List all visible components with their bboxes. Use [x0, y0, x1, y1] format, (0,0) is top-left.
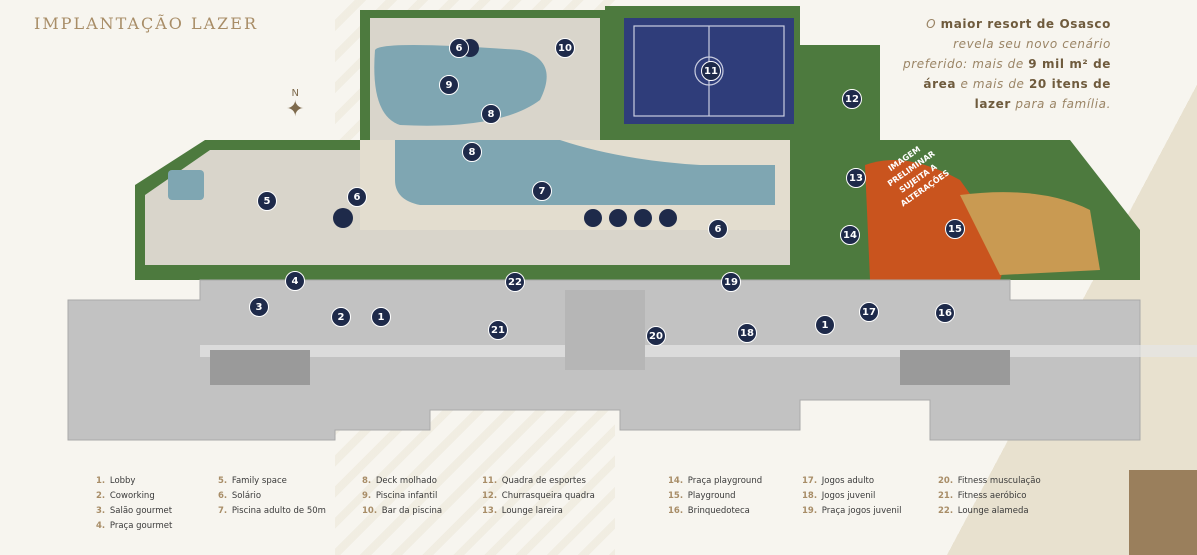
stair-core-left: [210, 350, 310, 385]
legend-column-3: 8. Deck molhado 9. Piscina infantil 10. …: [362, 474, 442, 519]
marker-4: 4: [285, 271, 305, 291]
marker-1: 1: [815, 315, 835, 335]
marker-11: 11: [701, 61, 721, 81]
legend-item: 11. Quadra de esportes: [482, 476, 586, 486]
legend-item: 2. Coworking: [96, 491, 155, 501]
stair-core-right: [900, 350, 1010, 385]
legend-column-4: 11. Quadra de esportes 12. Churrasqueira…: [482, 474, 595, 519]
legend-item: 19. Praça jogos juvenil: [802, 506, 902, 516]
marker-1: 1: [371, 307, 391, 327]
marker-21: 21: [488, 320, 508, 340]
legend-item: 14. Praça playground: [668, 476, 763, 486]
marker-6: 6: [708, 219, 728, 239]
legend-column-2: 5. Family space 6. Solário 7. Piscina ad…: [218, 474, 326, 519]
marker-22: 22: [505, 272, 525, 292]
marker-5: 5: [257, 191, 277, 211]
sand-area: [960, 192, 1100, 275]
legend-item: 10. Bar da piscina: [362, 506, 443, 516]
tagline: O maior resort de Osasco revela seu novo…: [903, 17, 1111, 111]
marker-19: 19: [721, 272, 741, 292]
marker-10: 10: [555, 38, 575, 58]
legend-item: 13. Lounge lareira: [482, 506, 563, 516]
legend-item: 20. Fitness musculação: [938, 476, 1041, 486]
marker-12: 12: [842, 89, 862, 109]
corner-block: [1129, 470, 1197, 555]
compass-icon: N ✦: [286, 88, 305, 122]
small-pool: [168, 170, 204, 200]
marker-2: 2: [331, 307, 351, 327]
marker-13: 13: [846, 168, 866, 188]
marker-17: 17: [859, 302, 879, 322]
legend-item: 5. Family space: [218, 476, 287, 486]
legend-item: 12. Churrasqueira quadra: [482, 491, 595, 501]
playground: [865, 160, 1010, 280]
legend-column-6: 17. Jogos adulto 18. Jogos juvenil 19. P…: [802, 474, 901, 519]
marker-18: 18: [737, 323, 757, 343]
marker-8: 8: [481, 104, 501, 124]
legend-item: 1. Lobby: [96, 476, 136, 486]
marker-8: 8: [462, 142, 482, 162]
legend-item: 15. Playground: [668, 491, 736, 501]
site-plan: [67, 6, 1197, 441]
legend-item: 8. Deck molhado: [362, 476, 437, 486]
legend-item: 18. Jogos juvenil: [802, 491, 876, 501]
marker-3: 3: [249, 297, 269, 317]
marker-20: 20: [646, 326, 666, 346]
legend-item: 6. Solário: [218, 491, 262, 501]
marker-7: 7: [532, 181, 552, 201]
adult-pool: [395, 140, 775, 205]
legend-column-7: 20. Fitness musculação 21. Fitness aerób…: [938, 474, 1041, 519]
legend-column-5: 14. Praça playground 15. Playground 16. …: [668, 474, 762, 519]
legend-item: 3. Salão gourmet: [96, 506, 173, 516]
legend-item: 22. Lounge alameda: [938, 506, 1029, 516]
marker-14: 14: [840, 225, 860, 245]
marker-9: 9: [439, 75, 459, 95]
legend-item: 7. Piscina adulto de 50m: [218, 506, 326, 516]
legend-item: 16. Brinquedoteca: [668, 506, 750, 516]
legend-column-1: 1. Lobby 2. Coworking 3. Salão gourmet 4…: [96, 474, 172, 534]
legend-item: 9. Piscina infantil: [362, 491, 438, 501]
legend-item: 17. Jogos adulto: [802, 476, 875, 486]
marker-16: 16: [935, 303, 955, 323]
legend-item: 4. Praça gourmet: [96, 521, 173, 531]
legend-item: 21. Fitness aeróbico: [938, 491, 1027, 501]
marker-6: 6: [347, 187, 367, 207]
marker-15: 15: [945, 219, 965, 239]
marker-6: 6: [449, 38, 469, 58]
kids-pool: [374, 45, 547, 126]
page-title: IMPLANTAÇÃO LAZER: [34, 14, 259, 33]
